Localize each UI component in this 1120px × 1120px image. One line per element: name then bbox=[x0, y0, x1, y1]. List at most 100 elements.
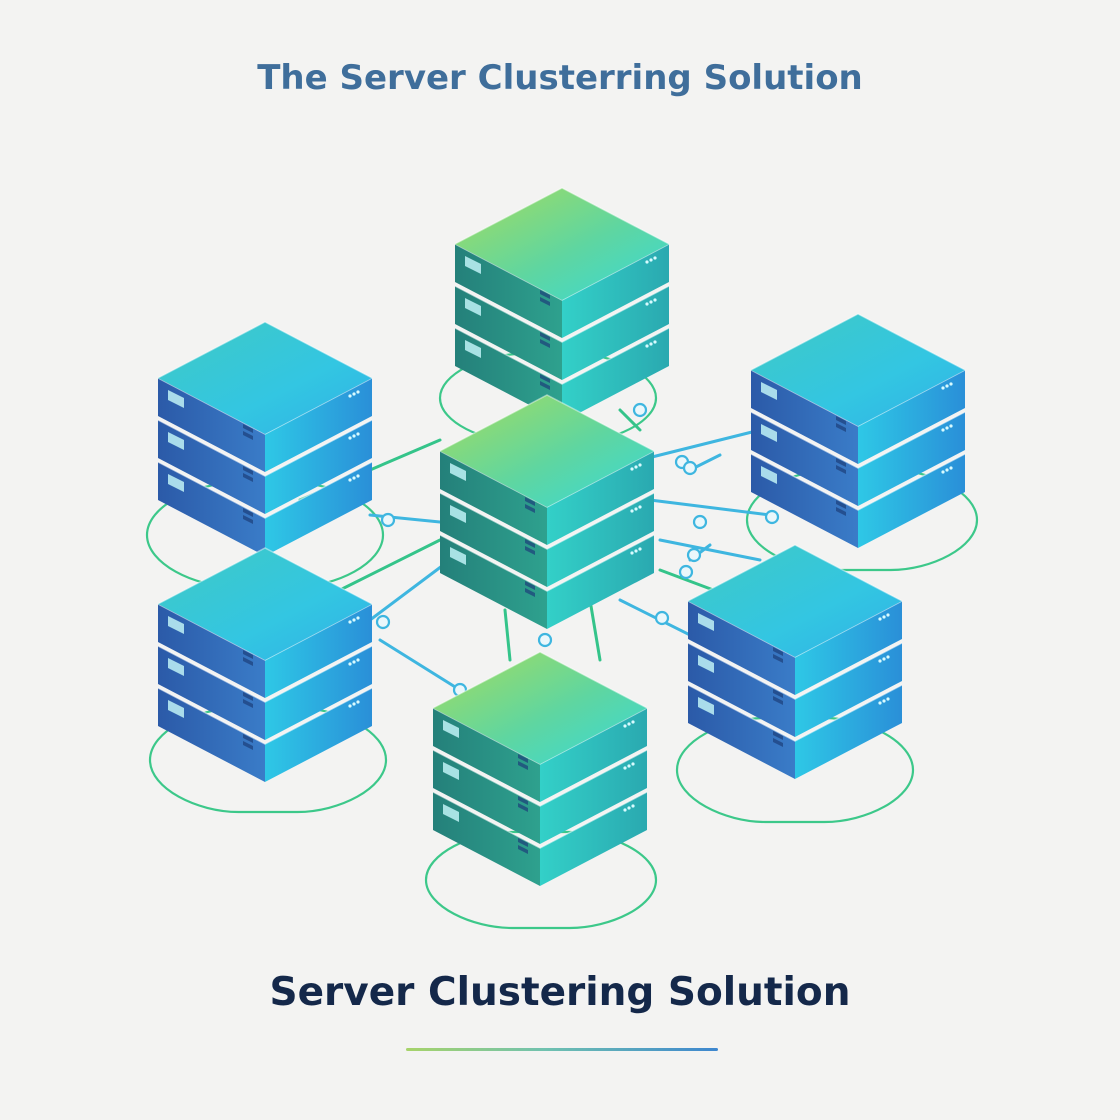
network-link bbox=[618, 408, 642, 432]
server-unit-left-face bbox=[751, 412, 858, 506]
connector-node-icon bbox=[686, 547, 702, 563]
server-stack bbox=[687, 544, 903, 779]
server-unit-left-face bbox=[433, 708, 540, 802]
network-link bbox=[368, 558, 452, 622]
server-stack-hub bbox=[454, 187, 670, 422]
server-unit-left-face bbox=[158, 378, 265, 472]
server-unit-right-face bbox=[795, 685, 902, 779]
link-layer bbox=[298, 402, 780, 698]
server-unit-left-face bbox=[688, 643, 795, 737]
server-unit-right-face bbox=[858, 454, 965, 548]
connector-node-icon bbox=[537, 632, 553, 648]
connector-node-icon bbox=[632, 402, 648, 418]
drive-bay-icon bbox=[761, 424, 777, 442]
drive-bay-icon bbox=[443, 804, 459, 822]
drive-bay-icon bbox=[168, 616, 184, 634]
server-unit-right-face bbox=[795, 601, 902, 695]
drive-bay-icon bbox=[168, 432, 184, 450]
server-rack-icon bbox=[158, 322, 372, 434]
network-link bbox=[503, 608, 512, 662]
drive-bay-icon bbox=[761, 466, 777, 484]
server-unit-right-face bbox=[540, 750, 647, 844]
drive-bay-icon bbox=[450, 547, 466, 565]
connector-node-icon bbox=[375, 614, 391, 630]
network-link bbox=[648, 498, 772, 517]
drive-bay-icon bbox=[450, 505, 466, 523]
drive-bay-icon bbox=[450, 463, 466, 481]
drive-bay-icon bbox=[698, 613, 714, 631]
server-stack bbox=[157, 547, 373, 782]
diagram-title: The Server Clusterring Solution bbox=[257, 58, 863, 98]
server-unit-left-face bbox=[440, 451, 547, 545]
server-unit-right-face bbox=[265, 646, 372, 740]
server-unit-right-face bbox=[562, 286, 669, 380]
server-unit-right-face bbox=[265, 462, 372, 556]
server-unit-right-face bbox=[547, 451, 654, 545]
server-unit-left-face bbox=[455, 286, 562, 380]
connector-node-icon bbox=[678, 564, 694, 580]
server-unit-right-face bbox=[547, 535, 654, 629]
server-rack-icon bbox=[688, 545, 902, 657]
server-unit-left-face bbox=[455, 244, 562, 338]
server-unit-left-face bbox=[751, 454, 858, 548]
drive-bay-icon bbox=[168, 390, 184, 408]
server-unit-right-face bbox=[858, 412, 965, 506]
drive-bay-icon bbox=[443, 720, 459, 738]
caption-underline bbox=[406, 1048, 718, 1051]
drive-bay-icon bbox=[698, 697, 714, 715]
server-unit-right-face bbox=[265, 378, 372, 472]
server-unit-left-face bbox=[158, 646, 265, 740]
server-unit-right-face bbox=[540, 792, 647, 886]
drive-bay-icon bbox=[465, 298, 481, 316]
server-unit-right-face bbox=[265, 604, 372, 698]
server-unit-left-face bbox=[158, 688, 265, 782]
connector-node-icon bbox=[654, 610, 670, 626]
connector-node-icon bbox=[380, 512, 396, 528]
server-unit-left-face bbox=[455, 328, 562, 422]
connector-node-icon bbox=[764, 509, 780, 525]
connector-node-icon bbox=[692, 514, 708, 530]
drive-bay-icon bbox=[443, 762, 459, 780]
server-unit-right-face bbox=[562, 244, 669, 338]
server-unit-right-face bbox=[540, 708, 647, 802]
drive-bay-icon bbox=[168, 474, 184, 492]
server-rack-icon bbox=[455, 188, 669, 300]
network-link bbox=[638, 428, 762, 462]
network-link bbox=[588, 598, 602, 662]
drive-bay-icon bbox=[168, 658, 184, 676]
server-unit-right-face bbox=[265, 420, 372, 514]
server-unit-left-face bbox=[433, 792, 540, 886]
server-rack-icon bbox=[751, 314, 965, 426]
drive-bay-icon bbox=[698, 655, 714, 673]
network-link bbox=[378, 638, 462, 692]
server-unit-left-face bbox=[158, 420, 265, 514]
server-unit-left-face bbox=[433, 750, 540, 844]
network-link bbox=[338, 538, 442, 592]
drive-bay-icon bbox=[761, 382, 777, 400]
server-stack bbox=[157, 321, 373, 556]
server-unit-right-face bbox=[265, 688, 372, 782]
server-unit-right-face bbox=[858, 370, 965, 464]
diagram-caption: Server Clustering Solution bbox=[269, 970, 851, 1015]
server-stack bbox=[750, 313, 966, 548]
server-unit-left-face bbox=[158, 462, 265, 556]
server-unit-left-face bbox=[751, 370, 858, 464]
server-unit-left-face bbox=[440, 493, 547, 587]
server-stack-hub bbox=[439, 394, 655, 629]
server-rack-icon bbox=[440, 395, 654, 507]
server-unit-left-face bbox=[688, 601, 795, 695]
server-layer bbox=[157, 187, 966, 886]
connector-node-icon bbox=[682, 460, 698, 476]
drive-bay-icon bbox=[168, 700, 184, 718]
network-link bbox=[658, 538, 762, 562]
drive-bay-icon bbox=[465, 256, 481, 274]
server-stack-hub bbox=[432, 651, 648, 886]
server-unit-left-face bbox=[440, 535, 547, 629]
drive-bay-icon bbox=[465, 340, 481, 358]
server-unit-right-face bbox=[562, 328, 669, 422]
server-rack-icon bbox=[433, 652, 647, 764]
server-unit-right-face bbox=[795, 643, 902, 737]
server-unit-right-face bbox=[547, 493, 654, 587]
server-unit-left-face bbox=[158, 604, 265, 698]
